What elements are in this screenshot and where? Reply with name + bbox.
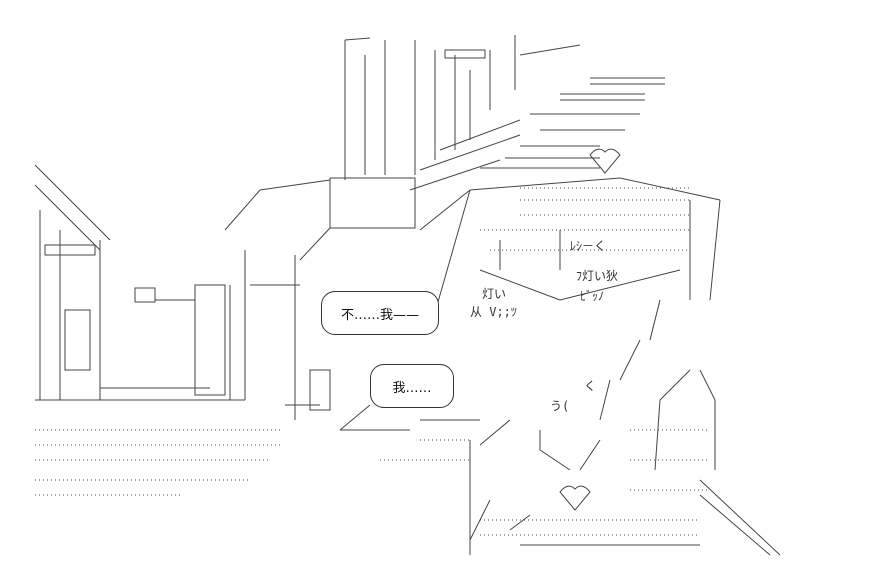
motion-lines xyxy=(409,77,665,191)
art-text-cry-3: ﾋﾞｯﾉ xyxy=(580,289,605,303)
speech-bubble-2-text: 我…… xyxy=(392,380,432,396)
art-text-mark-1: ﾚｼ－く xyxy=(570,239,607,253)
art-text-mark-3: く xyxy=(584,379,597,393)
left-buildings xyxy=(34,164,261,401)
art-text-cry-2: ﾌ灯い狄 xyxy=(576,269,619,283)
speech-bubble-1: 不……我—— xyxy=(321,291,439,335)
speech-bubble-1-text: 不……我—— xyxy=(340,307,419,323)
ground-texture xyxy=(35,187,710,536)
art-text-cry-1: 灯い xyxy=(482,287,507,301)
center-buildings xyxy=(250,35,581,420)
art-text-mark-2: う( xyxy=(550,399,570,413)
speech-bubble-2: 我…… xyxy=(370,364,454,408)
character-figure xyxy=(339,148,781,556)
art-text-cry-4: 从 V;;ﾂ xyxy=(470,305,517,319)
